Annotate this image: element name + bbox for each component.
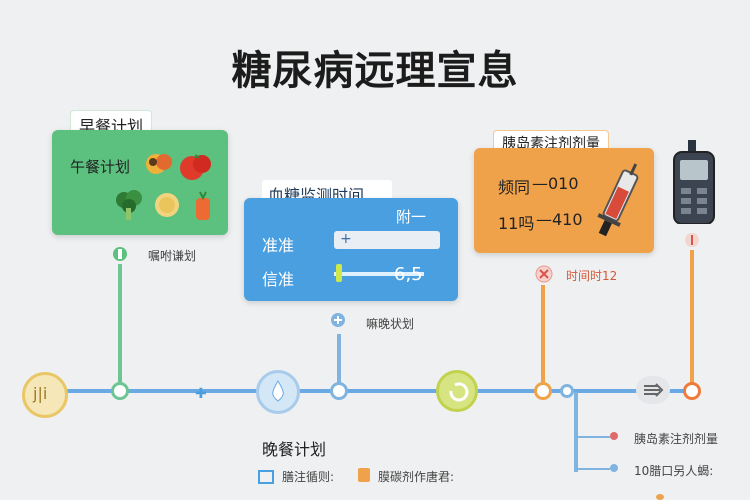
meter-connector (690, 250, 694, 390)
glucose-meter-icon (672, 140, 716, 225)
dinner-row1-icon-b (358, 468, 370, 482)
glucose-caption: 嘛晚状划 (366, 317, 415, 331)
glucose-caption-icon (330, 312, 346, 328)
insulin-caption: 时间时12 (566, 269, 618, 283)
insulin-card: 频同 —010 11吗 —410 (474, 148, 654, 253)
insulin-row2-value: —410 (536, 210, 583, 229)
right-branch-dot-2 (610, 464, 618, 472)
insulin-connector (541, 285, 545, 390)
insulin-row1-value: —010 (532, 174, 579, 193)
arrow-icon (636, 376, 670, 404)
timeline-start-label: j|i (33, 384, 48, 403)
timeline-node-small (560, 384, 574, 398)
timeline-main-line (35, 389, 685, 393)
glucose-row1-input[interactable]: + (334, 231, 440, 249)
glucose-row2-value: 6,5 (394, 264, 423, 285)
glucose-row2-label: 信准 (262, 270, 295, 289)
dinner-row1-icon-a (258, 470, 274, 484)
meter-caption-icon (684, 232, 700, 248)
right-branch-dot-3 (656, 494, 664, 500)
right-branch-line (574, 392, 578, 472)
insulin-row2-label: 11吗 (498, 214, 535, 233)
insulin-node (534, 382, 552, 400)
glucose-node (330, 382, 348, 400)
cracker-icon (154, 192, 180, 218)
dinner-row1-a: 膳注循则: (282, 470, 335, 484)
dinner-row1-b: 膜碳剂作唐君: (378, 470, 455, 484)
glucose-card: 附一 准准 + 信准 6,5 (244, 198, 458, 301)
right-branch-dot-1 (610, 432, 618, 440)
broccoli-icon (114, 188, 144, 222)
refresh-icon (436, 370, 478, 412)
water-drop-icon (256, 370, 300, 414)
meter-node (683, 382, 701, 400)
right-branch-label-2: 10腊口另人蝎: (634, 464, 714, 478)
dinner-title: 晚餐计划 (262, 440, 327, 459)
glucose-connector (337, 334, 341, 390)
insulin-alert-icon (535, 265, 553, 283)
breakfast-caption: 嘱咐谦划 (148, 249, 197, 263)
fruit-icon (144, 150, 174, 176)
carrot-icon (192, 190, 214, 222)
right-branch-h1 (574, 436, 610, 438)
glucose-row1-label: 准准 (262, 236, 295, 255)
glucose-row1-value: + (340, 231, 352, 247)
tomato-icon (178, 148, 214, 182)
glucose-row2-knob[interactable] (336, 264, 342, 282)
insulin-row1-label: 频同 (498, 178, 531, 197)
breakfast-connector (118, 264, 122, 389)
timeline-start-icon: j|i (22, 372, 68, 418)
breakfast-card-label: 午餐计划 (70, 158, 131, 176)
glucose-row2-slider[interactable] (334, 272, 424, 276)
right-branch-label-1: 胰岛素注剂剂量 (634, 432, 719, 446)
plus-icon: ✚ (195, 386, 207, 402)
breakfast-caption-icon (112, 246, 128, 262)
glucose-header-right: 附一 (396, 208, 427, 226)
right-branch-h2 (574, 468, 610, 470)
page-title: 糖尿病远理宣息 (231, 48, 519, 94)
breakfast-card: 午餐计划 (52, 130, 228, 235)
syringe-icon (592, 160, 644, 242)
breakfast-node (111, 382, 129, 400)
